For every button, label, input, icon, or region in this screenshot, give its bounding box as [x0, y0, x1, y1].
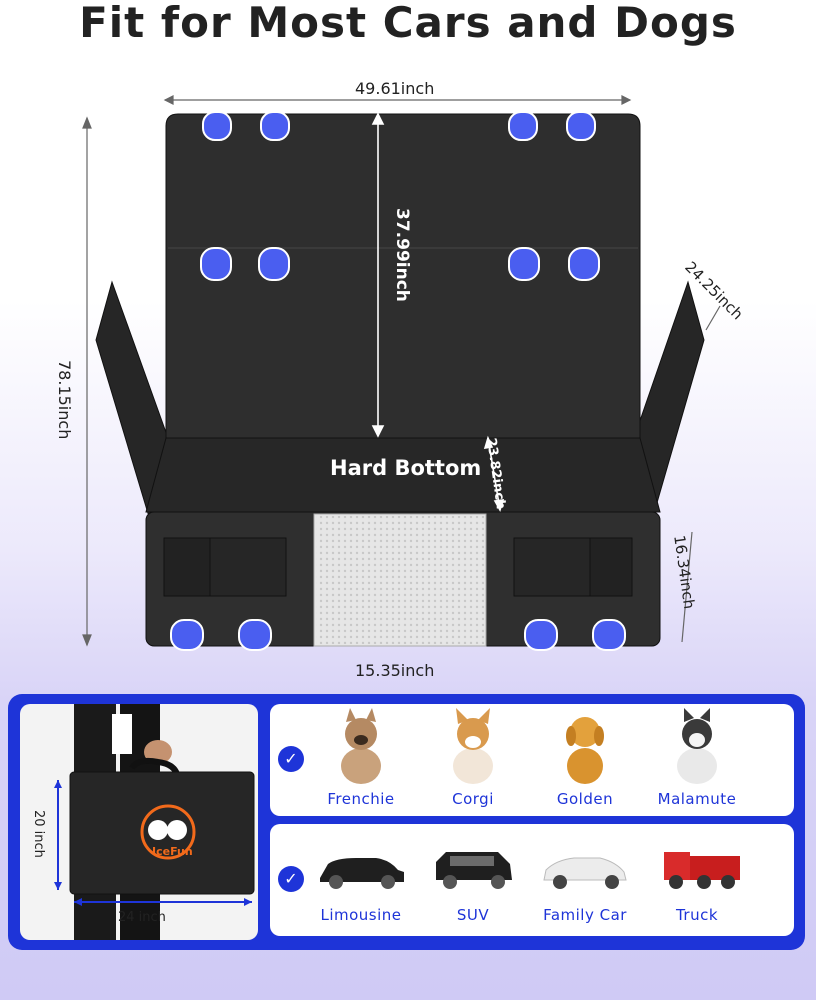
pocket-right-large	[513, 537, 591, 597]
bag-brand-logo: IceFun	[152, 845, 193, 858]
page-title: Fit for Most Cars and Dogs	[79, 0, 737, 47]
dog-label-corgi: Corgi	[452, 790, 494, 808]
french-bulldog-icon	[341, 708, 381, 784]
suv-icon	[436, 852, 512, 889]
dog-label-frenchie: Frenchie	[327, 790, 395, 808]
malamute-icon	[677, 708, 717, 784]
dog-item-malamute	[642, 708, 752, 790]
car-item-truck	[642, 838, 752, 902]
carry-bag-illustration	[54, 704, 255, 940]
bag-height-label: 20 inch	[31, 810, 46, 858]
hard-bottom-label: Hard Bottom	[330, 456, 482, 480]
cars-card: ✓	[270, 824, 794, 936]
car-label-truck: Truck	[675, 906, 719, 924]
dog-item-corgi	[418, 708, 528, 790]
back-height-label: 37.99inch	[392, 208, 412, 302]
car-label-family-car: Family Car	[543, 906, 627, 924]
family-car-icon	[543, 857, 627, 889]
total-length-label: 78.15inch	[55, 360, 74, 440]
car-item-suv	[418, 838, 528, 902]
limousine-icon	[320, 858, 404, 889]
dog-item-frenchie	[306, 708, 416, 790]
dog-item-golden	[530, 708, 640, 790]
corgi-icon	[453, 708, 493, 784]
check-icon: ✓	[278, 866, 304, 892]
top-width-label: 49.61inch	[355, 79, 435, 98]
carry-bag-card: IceFun 20 inch 24 inch	[20, 704, 258, 940]
compatibility-panel: IceFun 20 inch 24 inch ✓	[8, 694, 805, 950]
dogs-card: ✓	[270, 704, 794, 816]
seat-cover-illustration	[82, 95, 721, 651]
dog-label-malamute: Malamute	[657, 790, 737, 808]
car-label-limousine: Limousine	[320, 906, 402, 924]
dog-label-golden: Golden	[556, 790, 614, 808]
clips	[170, 111, 626, 651]
car-item-family-car	[530, 838, 640, 902]
golden-retriever-icon	[566, 717, 604, 784]
car-label-suv: SUV	[456, 906, 490, 924]
bottom-width-label: 15.35inch	[355, 661, 435, 680]
bag-width-label: 24 inch	[118, 910, 166, 925]
pocket-right-small	[589, 537, 633, 597]
check-icon: ✓	[278, 746, 304, 772]
car-item-limousine	[306, 838, 416, 902]
pocket-left-small	[163, 537, 211, 597]
truck-icon	[664, 852, 740, 889]
pocket-left-large	[209, 537, 287, 597]
hard-bottom-panel	[145, 437, 661, 513]
